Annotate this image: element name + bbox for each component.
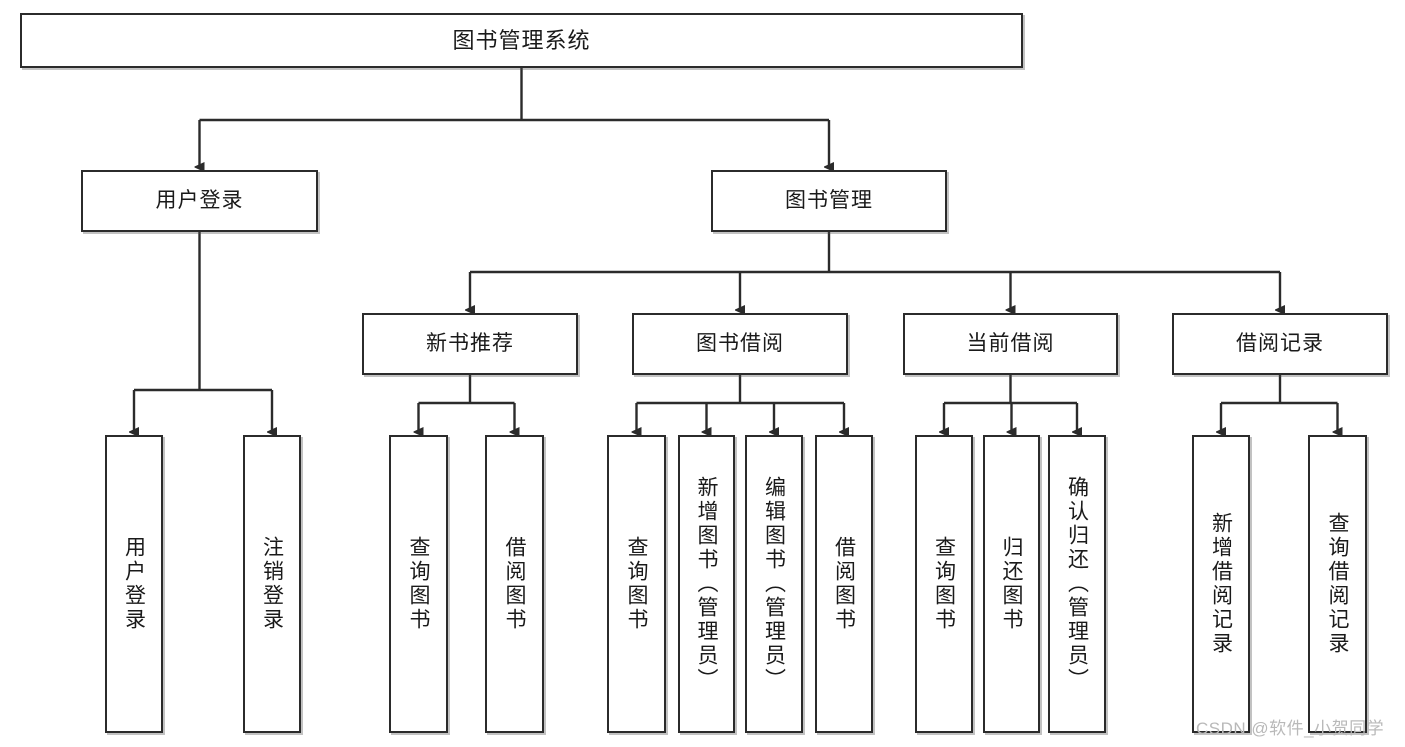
node-user-login[interactable]: 用户登录 xyxy=(81,170,318,232)
node-leaf-query-book-2[interactable]: 查询图书 xyxy=(607,435,666,733)
node-new-book-rec[interactable]: 新书推荐 xyxy=(362,313,578,375)
node-label: 注销登录 xyxy=(260,536,284,632)
node-leaf-query-book-3[interactable]: 查询图书 xyxy=(915,435,973,733)
node-leaf-user-login[interactable]: 用户登录 xyxy=(105,435,163,733)
node-label: 图书借阅 xyxy=(696,331,784,355)
node-label: 图书管理系统 xyxy=(452,27,591,53)
node-label: 图书管理 xyxy=(785,188,873,212)
node-label: 新增借阅记录 xyxy=(1209,512,1233,656)
node-label: 编辑图书（管理员） xyxy=(762,476,786,692)
node-label: 用户登录 xyxy=(122,536,146,632)
node-leaf-add-book[interactable]: 新增图书（管理员） xyxy=(678,435,735,733)
node-leaf-return-book[interactable]: 归还图书 xyxy=(983,435,1040,733)
node-leaf-query-record[interactable]: 查询借阅记录 xyxy=(1308,435,1367,733)
node-label: 查询图书 xyxy=(407,536,430,632)
node-root[interactable]: 图书管理系统 xyxy=(20,13,1023,68)
node-label: 查询图书 xyxy=(932,536,956,632)
node-label: 新增图书（管理员） xyxy=(695,476,718,692)
node-book-manage[interactable]: 图书管理 xyxy=(711,170,947,232)
watermark: CSDN @软件_小贺同学 xyxy=(1196,719,1385,738)
node-leaf-add-record[interactable]: 新增借阅记录 xyxy=(1192,435,1250,733)
node-label: 用户登录 xyxy=(155,188,244,212)
node-label: 查询借阅记录 xyxy=(1326,512,1349,656)
node-label: 归还图书 xyxy=(1000,536,1023,632)
node-label: 查询图书 xyxy=(625,536,648,632)
node-label: 借阅记录 xyxy=(1236,331,1324,355)
node-leaf-confirm-return[interactable]: 确认归还（管理员） xyxy=(1048,435,1106,733)
node-label: 新书推荐 xyxy=(426,331,514,355)
node-leaf-edit-book[interactable]: 编辑图书（管理员） xyxy=(745,435,803,733)
node-label: 借阅图书 xyxy=(503,536,526,632)
node-leaf-user-logout[interactable]: 注销登录 xyxy=(243,435,301,733)
node-label: 借阅图书 xyxy=(832,536,856,632)
node-current-borrow[interactable]: 当前借阅 xyxy=(903,313,1118,375)
node-leaf-borrow-book-2[interactable]: 借阅图书 xyxy=(815,435,873,733)
node-leaf-query-book-1[interactable]: 查询图书 xyxy=(389,435,448,733)
node-borrow-record[interactable]: 借阅记录 xyxy=(1172,313,1388,375)
node-label: 当前借阅 xyxy=(966,331,1055,355)
node-leaf-borrow-book-1[interactable]: 借阅图书 xyxy=(485,435,544,733)
node-label: 确认归还（管理员） xyxy=(1065,476,1089,692)
node-book-borrow[interactable]: 图书借阅 xyxy=(632,313,848,375)
